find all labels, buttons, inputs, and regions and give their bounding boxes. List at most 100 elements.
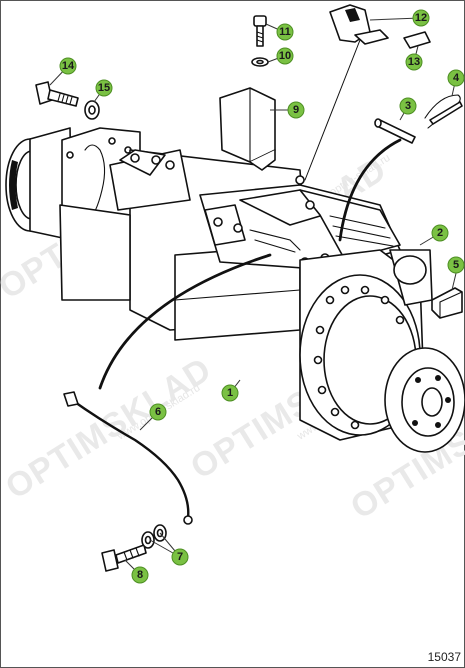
- cable-lug: [63, 391, 79, 407]
- callout-9: 9: [287, 101, 305, 119]
- flange-bolt: [108, 137, 116, 145]
- fitting: [295, 175, 305, 185]
- block-5: [431, 287, 463, 319]
- callout-badge: [405, 53, 423, 71]
- hub-bolt: [360, 285, 370, 295]
- callout-badge: [287, 101, 305, 119]
- washer-15: [84, 100, 100, 120]
- ground-cable: [70, 398, 190, 520]
- flange-hole: [415, 377, 421, 383]
- bracket-hole: [345, 8, 360, 22]
- callout-10: 10: [276, 47, 294, 65]
- cover-tab: [249, 149, 276, 171]
- flange-hole: [435, 375, 441, 381]
- callout-label: 15: [98, 82, 110, 94]
- callout-badge: [171, 548, 189, 566]
- lynch-pin-4: [424, 94, 463, 129]
- callout-badge: [276, 47, 294, 65]
- assembly-line-bracket: [304, 39, 361, 181]
- block-body: [431, 287, 463, 319]
- callout-3: 3: [399, 97, 417, 115]
- cover-9: [219, 87, 276, 171]
- right-cap-face: [393, 255, 427, 285]
- leader-12: [369, 17, 421, 21]
- bolt-8: [101, 544, 147, 572]
- assembly-arc-cable: [98, 253, 272, 390]
- reference-number: 15037: [427, 650, 461, 664]
- callout-14: 14: [59, 57, 77, 75]
- callout-badge: [149, 403, 167, 421]
- flange-hole: [435, 422, 441, 428]
- hub-bolt: [317, 385, 327, 395]
- washer-hole: [256, 59, 264, 65]
- lynch-pin-body: [429, 101, 463, 125]
- callout-badge: [276, 23, 294, 41]
- callout-label: 13: [408, 56, 420, 68]
- housing-lower-left: [59, 204, 131, 301]
- callout-label: 4: [453, 72, 460, 84]
- callout-badge: [447, 256, 465, 274]
- cable-lug-ring: [183, 515, 193, 525]
- washer-hole: [144, 535, 152, 545]
- pin-head: [374, 118, 382, 128]
- callout-label: 12: [415, 12, 427, 24]
- bolt-14: [35, 81, 79, 107]
- bolt-head: [253, 15, 267, 27]
- hub-bolt: [395, 315, 405, 325]
- callout-13: 13: [405, 53, 423, 71]
- bolt-11: [253, 15, 267, 47]
- callout-label: 7: [177, 551, 183, 563]
- hub-bolt: [330, 407, 340, 417]
- stud: [151, 155, 161, 165]
- callout-label: 9: [293, 104, 299, 116]
- callout-badge: [59, 57, 77, 75]
- callout-badge: [447, 69, 465, 87]
- callout-label: 1: [227, 387, 233, 399]
- pin-shank: [376, 119, 416, 144]
- callout-label: 11: [279, 26, 291, 38]
- flange-hole: [412, 420, 418, 426]
- hydraulic-line: [254, 239, 296, 253]
- left-hub-shadow: [9, 160, 18, 210]
- pin-3: [374, 118, 416, 144]
- fitting: [213, 217, 223, 227]
- hub-bolt: [315, 325, 325, 335]
- bolt-thread: [57, 93, 73, 105]
- bracket-12: [329, 4, 389, 45]
- hub-bolt: [325, 295, 335, 305]
- callout-2: 2: [431, 224, 449, 242]
- bolt-thread: [123, 547, 140, 561]
- washer-10: [251, 57, 269, 67]
- callout-15: 15: [95, 79, 113, 97]
- hydraulic-line: [249, 229, 301, 251]
- flange-bolt: [66, 151, 74, 159]
- hub-bolt: [340, 285, 350, 295]
- housing-seam: [174, 289, 301, 301]
- callout-label: 6: [155, 406, 161, 418]
- assembly-arc-pin: [338, 138, 402, 242]
- callout-8: 8: [131, 566, 149, 584]
- callout-label: 14: [62, 60, 75, 72]
- callout-label: 10: [279, 50, 291, 62]
- flange-hole: [445, 397, 451, 403]
- callout-badge: [95, 79, 113, 97]
- callout-label: 2: [437, 227, 443, 239]
- fitting: [233, 223, 243, 233]
- callout-7: 7: [171, 548, 189, 566]
- clip-13: [403, 31, 431, 49]
- hub-bolt: [380, 295, 390, 305]
- callout-badge: [399, 97, 417, 115]
- callout-badge: [431, 224, 449, 242]
- axle-housing: [5, 127, 465, 453]
- bracket-arm: [354, 29, 389, 45]
- washer-hole: [88, 105, 96, 115]
- callout-6: 6: [149, 403, 167, 421]
- right-drive-flange-center: [421, 387, 443, 417]
- clip-body: [403, 31, 431, 49]
- watermark-brand: OPTIMSKLAD: [0, 350, 218, 507]
- callout-badge: [131, 566, 149, 584]
- callout-5: 5: [447, 256, 465, 274]
- callout-label: 8: [137, 569, 143, 581]
- valve-block: [204, 204, 246, 246]
